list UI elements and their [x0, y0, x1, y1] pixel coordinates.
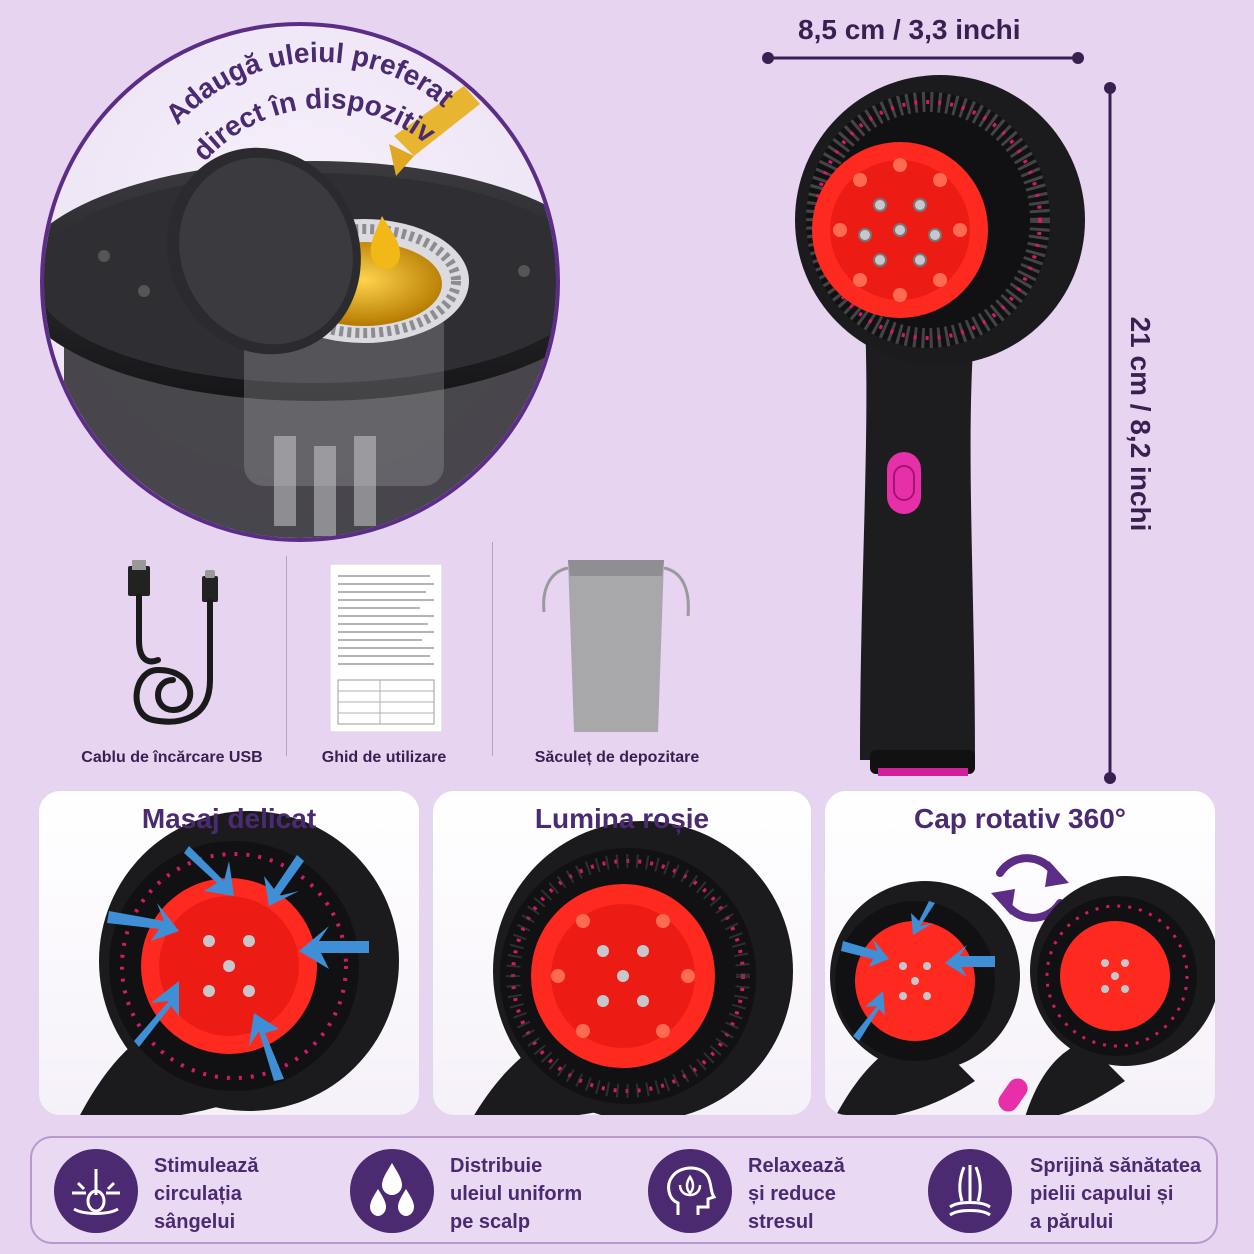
feature-title-massage: Masaj delicat [141, 803, 317, 834]
accessory-divider [492, 542, 493, 756]
scalp-hair-icon [928, 1149, 1012, 1233]
feature-card-red-light: Lumina roșie [432, 790, 812, 1116]
red-light-illustration [474, 821, 793, 1115]
usb-cable-icon [128, 560, 218, 725]
storage-pouch-icon [542, 560, 690, 732]
manual-icon [330, 564, 442, 732]
feature-card-rotating-head: Cap rotativ 360° [824, 790, 1216, 1116]
accessory-label-pouch: Săculeț de depozitare [534, 749, 700, 766]
width-dimension-label: 8,5 cm / 3,3 inchi [798, 14, 1021, 45]
rotating-head-illustration [830, 854, 1215, 1115]
oil-reservoir-image: Adaugă uleiul preferat direct în dispozi… [44, 37, 556, 538]
accessory-divider [286, 556, 287, 756]
device-illustration [762, 52, 1116, 784]
power-button [887, 452, 921, 514]
benefit-relaxation: Relaxează și reduce stresul [748, 1155, 845, 1233]
accessory-label-usb: Cablu de încărcare USB [81, 749, 263, 766]
lotus-head-icon [648, 1149, 732, 1233]
benefit-oil-distribution: Distribuie uleiul uniform pe scalp [450, 1155, 583, 1233]
feature-card-massage: Masaj delicat [38, 790, 420, 1116]
benefit-scalp-health: Sprijină sănătatea pielii capului și a p… [1030, 1155, 1202, 1233]
massage-arrows-icon [107, 846, 369, 1081]
height-dimension-label: 21 cm / 8,2 inchi [1125, 316, 1156, 532]
accessory-label-manual: Ghid de utilizare [321, 749, 447, 766]
benefit-circulation: Stimulează circulația sângelui [154, 1155, 259, 1233]
feature-title-red-light: Lumina roșie [534, 803, 710, 834]
massage-illustration [80, 811, 399, 1115]
oil-reservoir-illustration: Adaugă uleiul preferat direct în dispozi… [40, 22, 560, 542]
feature-title-rotating-head: Cap rotativ 360° [914, 803, 1126, 834]
oil-drops-icon [350, 1149, 434, 1233]
hair-follicle-icon [54, 1149, 138, 1233]
benefits-bar: Stimulează circulația sângelui Distribui… [30, 1136, 1218, 1244]
